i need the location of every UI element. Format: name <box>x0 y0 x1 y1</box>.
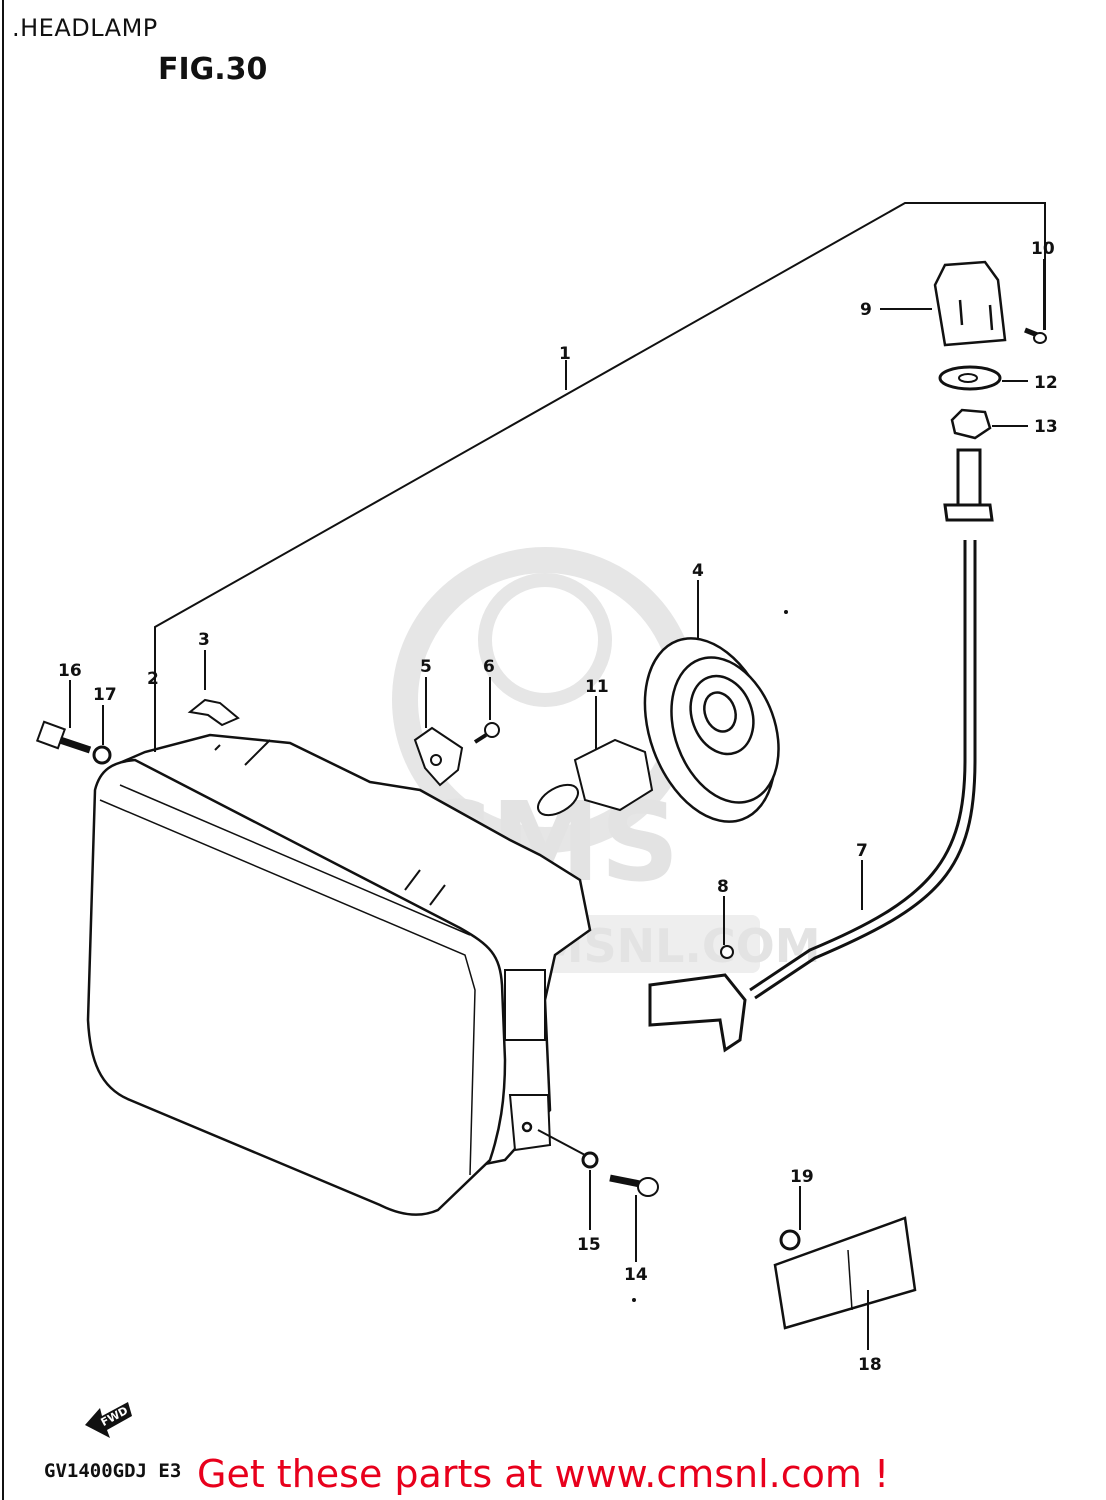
callout-4: 4 <box>692 561 704 581</box>
buy-parts-link[interactable]: Get these parts at www.cmsnl.com ! <box>197 1452 890 1496</box>
callout-6: 6 <box>483 657 495 677</box>
nut-part-13 <box>950 408 992 440</box>
callout-16: 16 <box>58 661 82 681</box>
socket-part-5 <box>413 726 464 787</box>
stray-dot <box>632 1298 636 1302</box>
adjuster-part-7 <box>648 448 994 1053</box>
leader-lines <box>69 259 1045 1350</box>
callout-19: 19 <box>790 1167 814 1187</box>
bolt-part-16 <box>35 720 92 754</box>
page-title: .HEADLAMP <box>12 14 158 42</box>
callout-8: 8 <box>717 877 729 897</box>
model-code: GV1400GDJ E3 <box>44 1460 182 1482</box>
figure-number: FIG.30 <box>158 52 268 87</box>
callout-10: 10 <box>1031 239 1055 259</box>
washer-hole <box>958 373 978 383</box>
reflector-part-18 <box>773 1216 917 1330</box>
callout-5: 5 <box>420 657 432 677</box>
washer-part-17 <box>92 745 112 765</box>
assembly-leader-1 <box>154 202 1046 760</box>
reflector-divider <box>847 1249 853 1311</box>
callout-15: 15 <box>577 1235 601 1255</box>
callout-9: 9 <box>860 300 872 320</box>
callout-1: 1 <box>559 344 571 364</box>
forward-arrow-icon <box>85 1402 132 1438</box>
callout-11: 11 <box>585 677 609 697</box>
knob-part-9 <box>933 260 1007 347</box>
stray-dot <box>784 610 788 614</box>
callout-labels: 1 2 3 4 5 6 7 8 9 10 11 12 13 14 15 16 1… <box>58 239 1058 1375</box>
callout-14: 14 <box>624 1265 648 1285</box>
callout-13: 13 <box>1034 417 1058 437</box>
callout-2: 2 <box>147 669 159 689</box>
headlamp-housing <box>86 733 592 1216</box>
callout-18: 18 <box>858 1355 882 1375</box>
nut-part-19 <box>779 1229 801 1251</box>
washer-part-15 <box>581 1151 599 1169</box>
callout-7: 7 <box>856 841 868 861</box>
clip-part-3 <box>187 698 240 727</box>
screw-part-8 <box>720 945 734 959</box>
callout-12: 12 <box>1034 373 1058 393</box>
callout-17: 17 <box>93 685 117 705</box>
callout-3: 3 <box>198 630 210 650</box>
screw-part-10 <box>1024 327 1047 344</box>
bolt-part-14 <box>609 1174 659 1197</box>
reflector-part-4 <box>643 637 780 823</box>
bulb-part-11 <box>537 738 654 817</box>
screw-part-6 <box>473 722 500 744</box>
